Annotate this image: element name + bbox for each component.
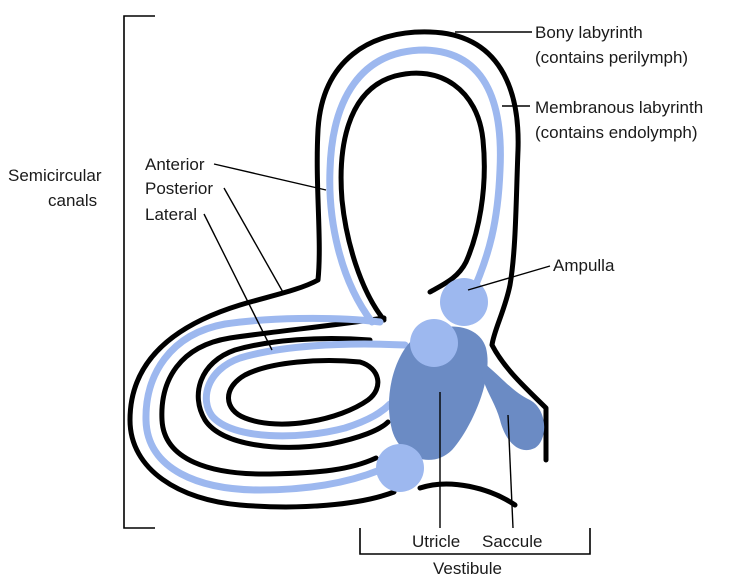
anterior-leader [214, 164, 326, 190]
bony-labyrinth-label-line1: Bony labyrinth [535, 23, 643, 42]
bony-lateral-inner-loop [228, 361, 377, 425]
vestibule-label: Vestibule [433, 559, 502, 576]
ampulla-anterior [440, 278, 488, 326]
bony-vestibule-bottom-outline [420, 484, 515, 505]
semicircular-canals-label-line1: Semicircular [8, 166, 102, 185]
ampulla-posterior [376, 444, 424, 492]
saccule-label: Saccule [482, 532, 542, 551]
membranous-labyrinth-label-line1: Membranous labyrinth [535, 98, 703, 117]
lateral-label: Lateral [145, 205, 197, 224]
ampulla-lateral [410, 319, 458, 367]
utricle-label: Utricle [412, 532, 460, 551]
posterior-label: Posterior [145, 179, 213, 198]
posterior-leader [224, 188, 284, 294]
membranous-labyrinth-label-line2: (contains endolymph) [535, 123, 698, 142]
ampulla-label: Ampulla [553, 256, 615, 275]
brackets [124, 16, 590, 554]
vestibule-bracket [360, 528, 590, 554]
semicircular-canals-label-line2: canals [48, 191, 97, 210]
bony-labyrinth-label-line2: (contains perilymph) [535, 48, 688, 67]
anterior-label: Anterior [145, 155, 205, 174]
